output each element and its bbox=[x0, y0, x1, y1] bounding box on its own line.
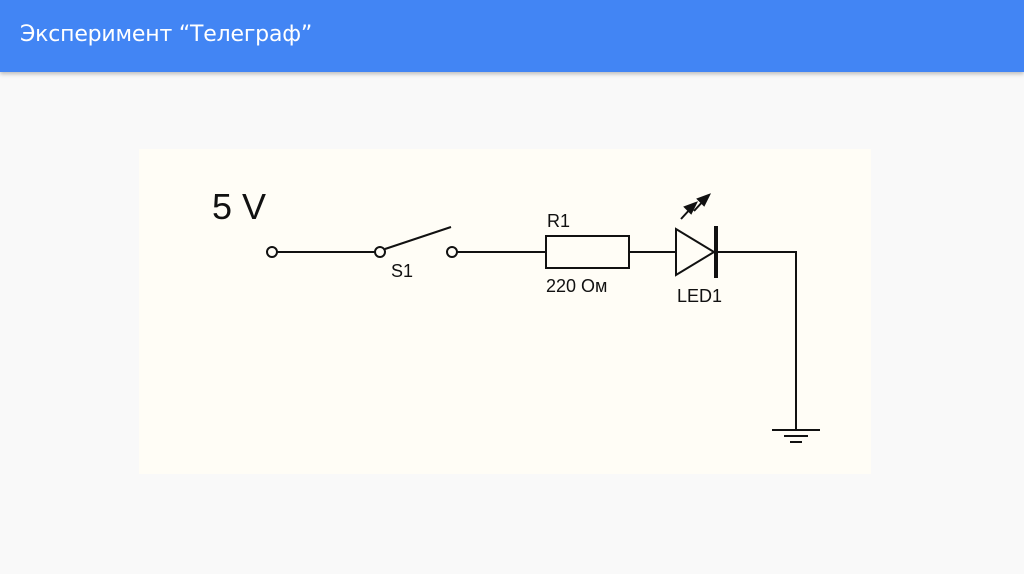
switch-contact-right bbox=[446, 246, 458, 258]
circuit-diagram-panel: 5 V bbox=[139, 149, 871, 474]
slide-title: Эксперимент “Телеграф” bbox=[20, 22, 313, 47]
switch-lever bbox=[384, 226, 452, 250]
switch-designator-label: S1 bbox=[391, 261, 413, 281]
circuit-diagram: 5 V bbox=[212, 186, 820, 443]
supply-voltage-label: 5 V bbox=[212, 186, 266, 227]
led-designator-label: LED1 bbox=[677, 286, 722, 306]
switch-s1 bbox=[374, 226, 458, 258]
slide-header: Эксперимент “Телеграф” bbox=[0, 0, 1024, 72]
resistor-r1 bbox=[545, 235, 630, 269]
supply-terminal bbox=[266, 246, 278, 258]
ground-icon bbox=[772, 429, 820, 443]
led-light-arrows-icon bbox=[680, 193, 712, 220]
led-anode-triangle bbox=[675, 227, 716, 277]
resistor-value-label: 220 Ом bbox=[546, 276, 607, 296]
led1-diode bbox=[675, 226, 718, 278]
resistor-designator-label: R1 bbox=[547, 211, 570, 231]
switch-contact-left bbox=[374, 246, 386, 258]
